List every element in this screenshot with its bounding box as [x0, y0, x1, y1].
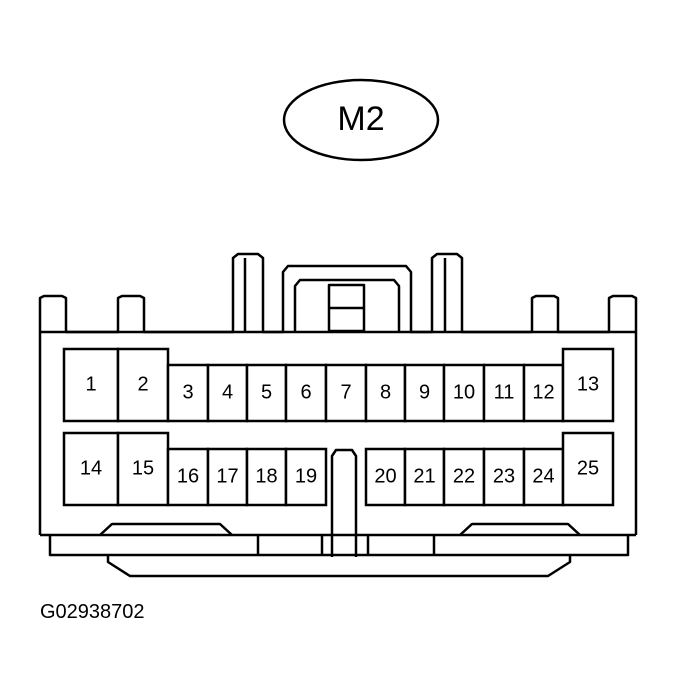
connector-id-label: M2 — [337, 100, 384, 138]
pin-25: 25 — [561, 431, 615, 507]
pin-24: 24 — [522, 447, 565, 507]
pin-number: 12 — [532, 381, 554, 403]
pin-number: 2 — [137, 373, 148, 395]
pin-cavity — [324, 363, 368, 423]
pin-cavity — [206, 363, 249, 423]
pin-cavity — [116, 431, 170, 507]
base-ridge-right — [459, 522, 581, 536]
pin-number: 14 — [80, 457, 102, 479]
pin-cavity — [442, 447, 486, 507]
pin-22: 22 — [442, 447, 486, 507]
pin-number: 24 — [532, 465, 554, 487]
lock-tab — [293, 278, 401, 332]
pin-19: 19 — [284, 447, 328, 507]
housing-foot — [106, 555, 572, 578]
pin-9: 9 — [403, 363, 446, 423]
pin-cavity — [206, 447, 249, 507]
pin-23: 23 — [482, 447, 526, 507]
housing-base — [40, 533, 636, 557]
pin-number: 4 — [222, 381, 233, 403]
pin-cavity — [284, 447, 328, 507]
pin-number: 22 — [453, 465, 475, 487]
pin-5: 5 — [245, 363, 288, 423]
pin-number: 15 — [132, 457, 154, 479]
pin-number: 20 — [374, 465, 396, 487]
base-ridge-left — [99, 522, 233, 536]
pin-cavity — [284, 363, 328, 423]
pin-number: 13 — [577, 373, 599, 395]
pin-number: 23 — [493, 465, 515, 487]
housing-outline — [38, 252, 638, 535]
pin-number: 10 — [453, 381, 475, 403]
pin-number: 3 — [182, 381, 193, 403]
pin-cavity — [116, 347, 170, 423]
pin-number: 11 — [494, 381, 515, 403]
pin-3: 3 — [166, 363, 210, 423]
pin-13: 13 — [561, 347, 615, 423]
pin-16: 16 — [166, 447, 210, 507]
pin-8: 8 — [364, 363, 407, 423]
figure-id: G02938702 — [40, 601, 145, 623]
pin-cavity — [561, 347, 615, 423]
pin-1: 1 — [62, 347, 120, 423]
pin-cavity — [245, 447, 288, 507]
key-slot — [330, 448, 358, 557]
pin-number: 16 — [177, 465, 199, 487]
connector-housing — [38, 252, 638, 578]
connector-id-oval — [282, 78, 440, 162]
pin-7: 7 — [324, 363, 368, 423]
pin-4: 4 — [206, 363, 249, 423]
pin-20: 20 — [364, 447, 407, 507]
pin-number: 19 — [295, 465, 317, 487]
pin-cavity — [482, 363, 526, 423]
pin-number: 9 — [419, 381, 430, 403]
pin-cavity — [403, 447, 446, 507]
pin-11: 11 — [482, 363, 526, 423]
pin-number: 5 — [261, 381, 272, 403]
pin-cavity — [561, 431, 615, 507]
pin-cavity — [403, 363, 446, 423]
pin-10: 10 — [442, 363, 486, 423]
pin-number: 25 — [577, 457, 599, 479]
pin-number: 7 — [340, 381, 351, 403]
pin-number: 6 — [300, 381, 311, 403]
pin-cavity — [522, 363, 565, 423]
pin-cavity — [62, 431, 120, 507]
pin-18: 18 — [245, 447, 288, 507]
connector-id-callout: M2 — [282, 78, 440, 162]
pin-12: 12 — [522, 363, 565, 423]
pin-number: 8 — [380, 381, 391, 403]
pin-cavity — [364, 363, 407, 423]
pin-21: 21 — [403, 447, 446, 507]
pin-number: 1 — [85, 373, 96, 395]
pin-number: 17 — [216, 465, 238, 487]
pin-cavity — [62, 347, 120, 423]
pin-number: 21 — [413, 465, 435, 487]
pin-number: 18 — [255, 465, 277, 487]
pin-17: 17 — [206, 447, 249, 507]
pin-2: 2 — [116, 347, 170, 423]
pin-14: 14 — [62, 431, 120, 507]
pin-cavity — [442, 363, 486, 423]
pin-15: 15 — [116, 431, 170, 507]
pin-6: 6 — [284, 363, 328, 423]
